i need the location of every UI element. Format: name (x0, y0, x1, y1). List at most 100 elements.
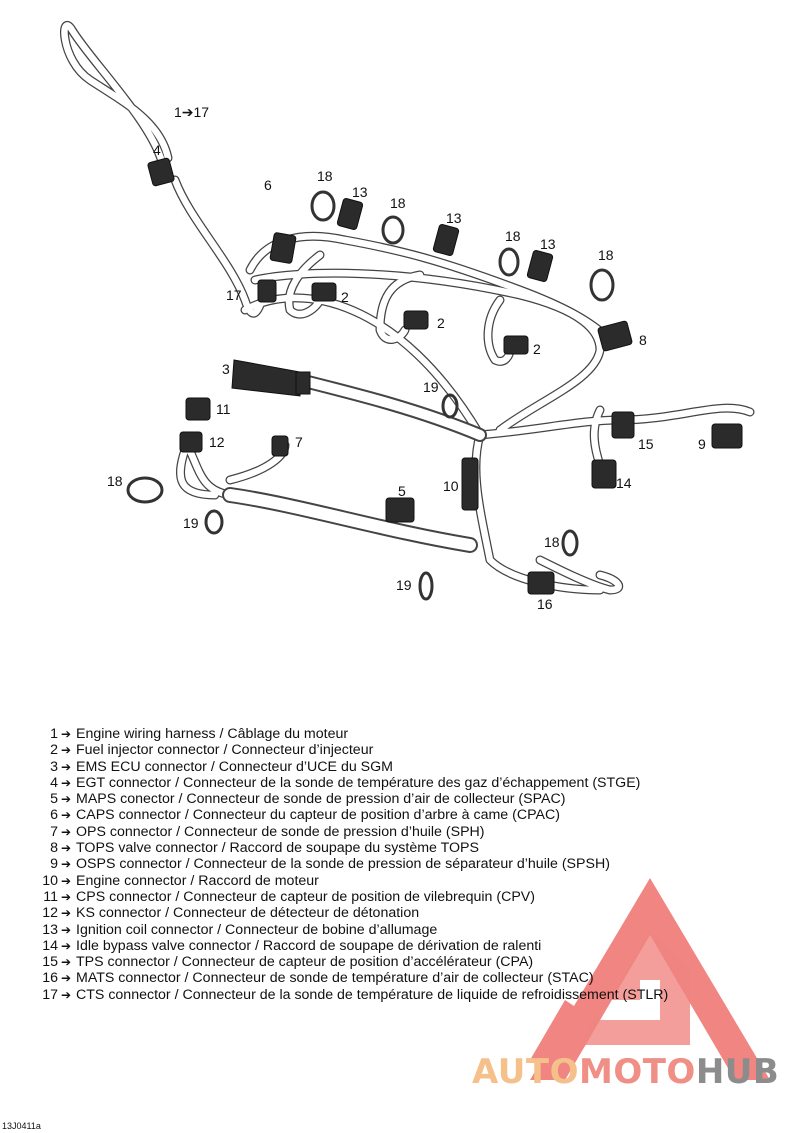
arrow-icon: ➔ (60, 775, 72, 790)
clamps (126, 190, 615, 601)
legend-row: 8➔TOPS valve connector / Raccord de soup… (28, 840, 798, 856)
legend-description: CAPS connector / Connecteur du capteur d… (76, 807, 560, 824)
callout-4: 4 (153, 142, 161, 158)
legend-description: Engine wiring harness / Câblage du moteu… (76, 726, 349, 742)
clamp-18-b (381, 215, 405, 245)
connector-6-caps (269, 232, 297, 264)
clamp-18-a (310, 190, 336, 222)
strap-19-b (204, 509, 224, 535)
legend-row: 15➔ TPS connector / Connecteur de capteur… (28, 954, 798, 970)
legend-number: 17 (42, 986, 58, 1003)
arrow-icon: ➔ (60, 841, 72, 856)
legend-number: 16 (42, 970, 58, 987)
legend-number: 1 (50, 726, 58, 742)
watermark-part-hub: HUB (695, 1052, 780, 1092)
clamp-18-c (498, 247, 520, 277)
arrow-icon: ➔ (60, 955, 72, 970)
legend-description: KS connector / Connecteur de détecteur d… (76, 905, 420, 922)
connector-5-maps (385, 497, 415, 523)
clamp-18-d (589, 268, 615, 302)
connector-12-ks (179, 431, 203, 453)
legend-description: Fuel injector connector / Connecteur d’i… (76, 742, 374, 759)
clamp-18-e (126, 476, 164, 504)
connector-8-tops (597, 320, 633, 352)
automotohub-logo (530, 878, 770, 1080)
arrow-icon: ➔ (60, 857, 72, 872)
legend-description: Ignition coil connector / Connecteur de … (76, 921, 438, 938)
legend-row: 12➔ KS connector / Connecteur de détecteu… (28, 905, 798, 921)
callout-19: 19 (423, 379, 439, 395)
callout-2: 2 (533, 341, 541, 357)
legend-number: 13 (42, 921, 58, 938)
connector-13-coil-c (526, 250, 554, 282)
legend-row: 1➔ Engine wiring harness / Câblage du mot… (28, 726, 798, 742)
legend-number: 7 (50, 823, 58, 840)
wiring-harness-diagram: 1➔17 4 6 18 13 18 13 18 13 18 17 2 2 2 8… (60, 20, 755, 612)
legend-row: 16➔ MATS connector / Connecteur de sonde … (28, 970, 798, 986)
connector-13-coil-b (432, 224, 460, 256)
strap-19-c (418, 571, 434, 601)
legend-description: CPS connector / Connecteur de capteur de… (76, 888, 535, 905)
connector-2-injector-a (311, 282, 337, 302)
connector-3-ecu (231, 359, 311, 397)
arrow-icon: ➔ (60, 727, 72, 741)
callout-1-17: 1➔17 (174, 104, 209, 120)
watermark-text: AUTOMOTOHUB (472, 1052, 779, 1092)
callout-13: 13 (446, 210, 462, 226)
callout-7: 7 (295, 434, 303, 450)
connector-15-tps (611, 411, 635, 439)
callout-16: 16 (537, 596, 553, 612)
legend-number: 4 (50, 774, 58, 791)
callout-10: 10 (443, 478, 459, 494)
callout-9: 9 (698, 436, 706, 452)
legend-row: 11➔CPS connector / Connecteur de capteur… (28, 889, 798, 905)
connector-13-coil-a (336, 198, 364, 230)
legend-row: 14➔Idle bypass valve connector / Raccord… (28, 938, 798, 954)
arrow-icon: ➔ (60, 889, 72, 904)
legend-description: Engine connector / Raccord de moteur (76, 872, 319, 889)
legend-row: 10➔ Engine connector / Raccord de moteur (28, 873, 798, 889)
arrow-icon: ➔ (60, 938, 72, 953)
arrow-icon: ➔ (60, 824, 72, 839)
harness-cables (60, 20, 755, 595)
figure-code: 13J0411a (2, 1121, 41, 1131)
callout-11: 11 (216, 401, 231, 417)
legend-number: 3 (50, 758, 58, 775)
legend-number: 10 (42, 872, 58, 889)
arrow-icon: ➔ (60, 873, 72, 888)
connector-2-injector-b (403, 310, 429, 330)
arrow-icon: ➔ (60, 922, 72, 937)
callout-18: 18 (107, 473, 123, 489)
connector-4-egt (147, 157, 175, 187)
connector-9-osps (711, 423, 743, 449)
legend-description: MATS connector / Connecteur de sonde de … (76, 970, 594, 987)
legend-row: 5➔MAPS conector / Connecteur de sonde de… (28, 791, 798, 807)
legend-row: 7➔OPS connector / Connecteur de sonde de… (28, 824, 798, 840)
legend-description: MAPS conector / Connecteur de sonde de p… (76, 791, 566, 808)
legend-number: 12 (42, 905, 58, 922)
legend-description: TOPS valve connector / Raccord de soupap… (76, 840, 479, 857)
callout-labels: 1➔17 4 6 18 13 18 13 18 13 18 17 2 2 2 8… (107, 104, 706, 612)
legend-row: 2➔Fuel injector connector / Connecteur d… (28, 742, 798, 758)
connector-2-injector-c (503, 335, 529, 355)
legend-description: CTS connector / Connecteur de la sonde d… (76, 986, 669, 1003)
legend-number: 5 (50, 791, 58, 808)
callout-18: 18 (505, 228, 521, 244)
legend-number: 15 (42, 954, 58, 971)
callout-19: 19 (183, 515, 199, 531)
arrow-icon: ➔ (60, 971, 72, 986)
legend-description: TPS connector / Connecteur de capteur de… (76, 954, 534, 971)
legend-row: 3➔EMS ECU connector / Connecteur d’UCE d… (28, 759, 798, 775)
callout-17: 17 (226, 287, 242, 303)
connector-14-iac (591, 459, 617, 489)
legend-description: OSPS connector / Connecteur de la sonde … (76, 856, 610, 873)
legend-description: Idle bypass valve connector / Raccord de… (76, 937, 542, 954)
legend-description: EMS ECU connector / Connecteur d’UCE du … (76, 758, 393, 775)
callout-12: 12 (209, 434, 225, 450)
legend-row: 4➔EGT connector / Connecteur de la sonde… (28, 775, 798, 791)
connector-17-cts (257, 279, 277, 303)
callout-18: 18 (317, 168, 333, 184)
callout-18: 18 (598, 247, 614, 263)
arrow-icon: ➔ (60, 906, 72, 921)
callout-14: 14 (616, 475, 632, 491)
